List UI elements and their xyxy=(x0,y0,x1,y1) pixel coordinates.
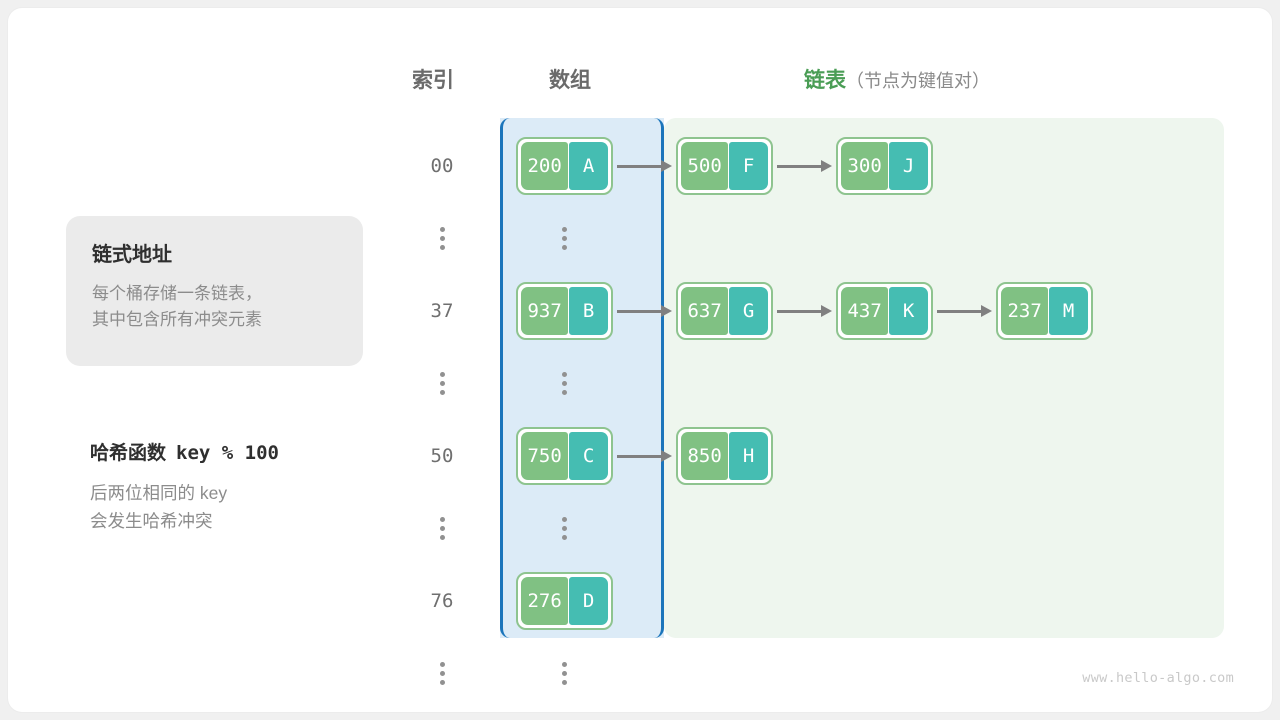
array-ellipsis-icon xyxy=(516,214,613,263)
node-value: D xyxy=(569,577,608,625)
node-value: M xyxy=(1049,287,1088,335)
ellipsis-row xyxy=(8,359,1272,408)
linked-list-panel xyxy=(664,118,1224,638)
node-key: 200 xyxy=(521,142,569,190)
info-card: 链式地址 每个桶存储一条链表， 其中包含所有冲突元素 xyxy=(66,216,363,366)
bucket-index: 50 xyxy=(430,445,454,467)
node-value: C xyxy=(569,432,608,480)
node-value: H xyxy=(729,432,768,480)
hash-function-note: 哈希函数 key % 100 后两位相同的 key 会发生哈希冲突 xyxy=(90,438,390,536)
node-value: A xyxy=(569,142,608,190)
info-card-title: 链式地址 xyxy=(92,244,172,266)
node-key: 750 xyxy=(521,432,569,480)
hash-note-line-2: 会发生哈希冲突 xyxy=(90,511,213,532)
arrow-icon xyxy=(773,159,836,173)
bucket-row: 83 583E683I283L xyxy=(8,698,1272,712)
arrow-icon xyxy=(613,449,676,463)
node-value: J xyxy=(889,142,928,190)
node-key: 276 xyxy=(521,577,569,625)
array-panel-bracket xyxy=(500,118,664,638)
arrow-icon xyxy=(773,304,836,318)
info-card-line-2: 其中包含所有冲突元素 xyxy=(92,310,262,330)
ellipsis-row xyxy=(8,504,1272,553)
header-array: 数组 xyxy=(549,69,591,92)
ellipsis-row xyxy=(8,649,1272,698)
bucket-index: 00 xyxy=(430,155,454,177)
index-ellipsis-icon xyxy=(406,649,478,698)
info-card-line-1: 每个桶存储一条链表， xyxy=(92,284,262,303)
node-key: 500 xyxy=(681,142,729,190)
hash-function-label: 哈希函数 xyxy=(90,443,167,464)
bucket-index: 83 xyxy=(406,698,478,712)
arrow-icon xyxy=(613,304,676,318)
header-linked-list-label: 链表 xyxy=(804,69,846,92)
arrow-icon xyxy=(613,159,676,173)
array-panel-background xyxy=(500,118,664,638)
hash-function-expression: key % 100 xyxy=(176,442,279,464)
node-value: F xyxy=(729,142,768,190)
node-key: 237 xyxy=(1001,287,1049,335)
array-ellipsis-icon xyxy=(516,359,613,408)
bucket-linked-list: 583E683I283L xyxy=(516,698,933,712)
node-value: K xyxy=(889,287,928,335)
hash-function-title: 哈希函数 key % 100 xyxy=(90,438,390,465)
watermark: www.hello-algo.com xyxy=(1082,670,1234,686)
node-key: 300 xyxy=(841,142,889,190)
node-value: G xyxy=(729,287,768,335)
ellipsis-row xyxy=(8,214,1272,263)
hash-note-line-1: 后两位相同的 key xyxy=(90,483,228,503)
node-key: 437 xyxy=(841,287,889,335)
index-ellipsis-icon xyxy=(406,214,478,263)
array-ellipsis-icon xyxy=(516,504,613,553)
bucket-index: 76 xyxy=(430,590,454,612)
index-ellipsis-icon xyxy=(406,504,478,553)
node-value: B xyxy=(569,287,608,335)
header-linked-list: 链表（节点为键值对） xyxy=(804,64,990,94)
index-ellipsis-icon xyxy=(406,359,478,408)
node-key: 937 xyxy=(521,287,569,335)
node-key: 850 xyxy=(681,432,729,480)
array-ellipsis-icon xyxy=(516,649,613,698)
bucket-index: 37 xyxy=(430,300,454,322)
arrow-icon xyxy=(933,304,996,318)
header-index: 索引 xyxy=(412,69,454,92)
node-key: 637 xyxy=(681,287,729,335)
header-linked-list-subtitle: （节点为键值对） xyxy=(846,71,990,91)
